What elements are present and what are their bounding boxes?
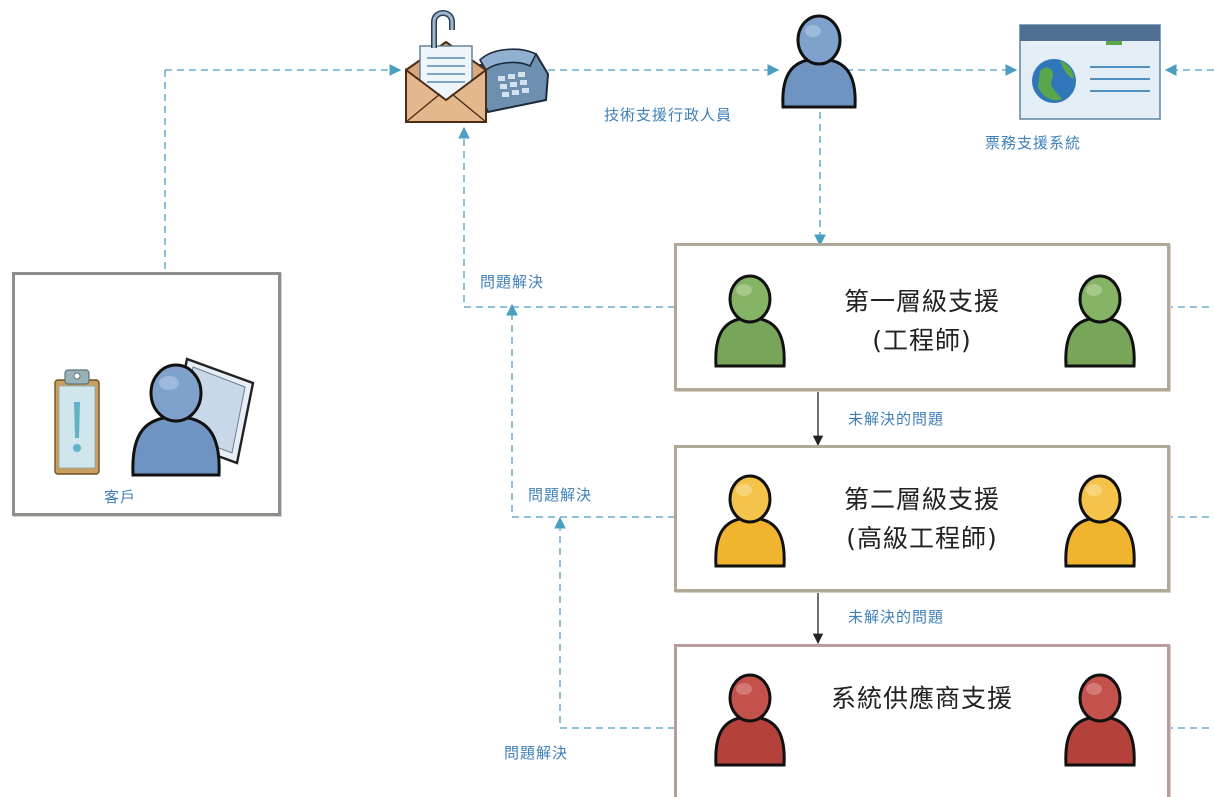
tech-admin-label: 技術支援行政人員 [604,106,733,124]
link-tier1-resolved [458,126,675,308]
customer-label: 客戶 [104,488,137,506]
link-tier3-resolved [554,516,675,729]
ticket-system-window-icon[interactable] [1018,23,1164,123]
email-phone-icon[interactable] [400,8,550,128]
tier1-box[interactable]: 第一層級支援 (工程師) [674,243,1170,391]
clipboard-alert-icon [54,369,100,475]
tier1-subtitle: (工程師) [872,326,972,355]
tier1-resolved-label: 問題解決 [480,273,545,291]
customer-person-icon [131,363,221,477]
customer-box: 客戶 [12,272,281,516]
tier1-title: 第一層級支援 [843,287,1000,316]
tier1-unresolved-label: 未解決的問題 [848,410,945,428]
tier2-resolved-label: 問題解決 [528,486,593,504]
tier2-person-right-icon [1064,474,1136,568]
tier3-box[interactable]: 系統供應商支援 [674,644,1170,797]
tech-admin-person-icon[interactable] [778,13,860,111]
tier1-person-right-icon [1064,274,1136,368]
tier2-title: 第二層級支援 [843,485,1000,514]
tier3-resolved-label: 問題解決 [504,744,569,762]
tier3-person-right-icon [1064,673,1136,767]
tier2-unresolved-label: 未解決的問題 [848,608,945,626]
tier2-box[interactable]: 第二層級支援 (高級工程師) [674,445,1170,592]
tier2-person-left-icon [714,474,786,568]
tier2-subtitle: (高級工程師) [846,524,998,553]
link-tier2-resolved [506,303,675,518]
tier1-person-left-icon [714,274,786,368]
ticket-system-label: 票務支援系統 [985,134,1082,152]
tier3-person-left-icon [714,673,786,767]
tier3-title: 系統供應商支援 [830,684,1013,713]
